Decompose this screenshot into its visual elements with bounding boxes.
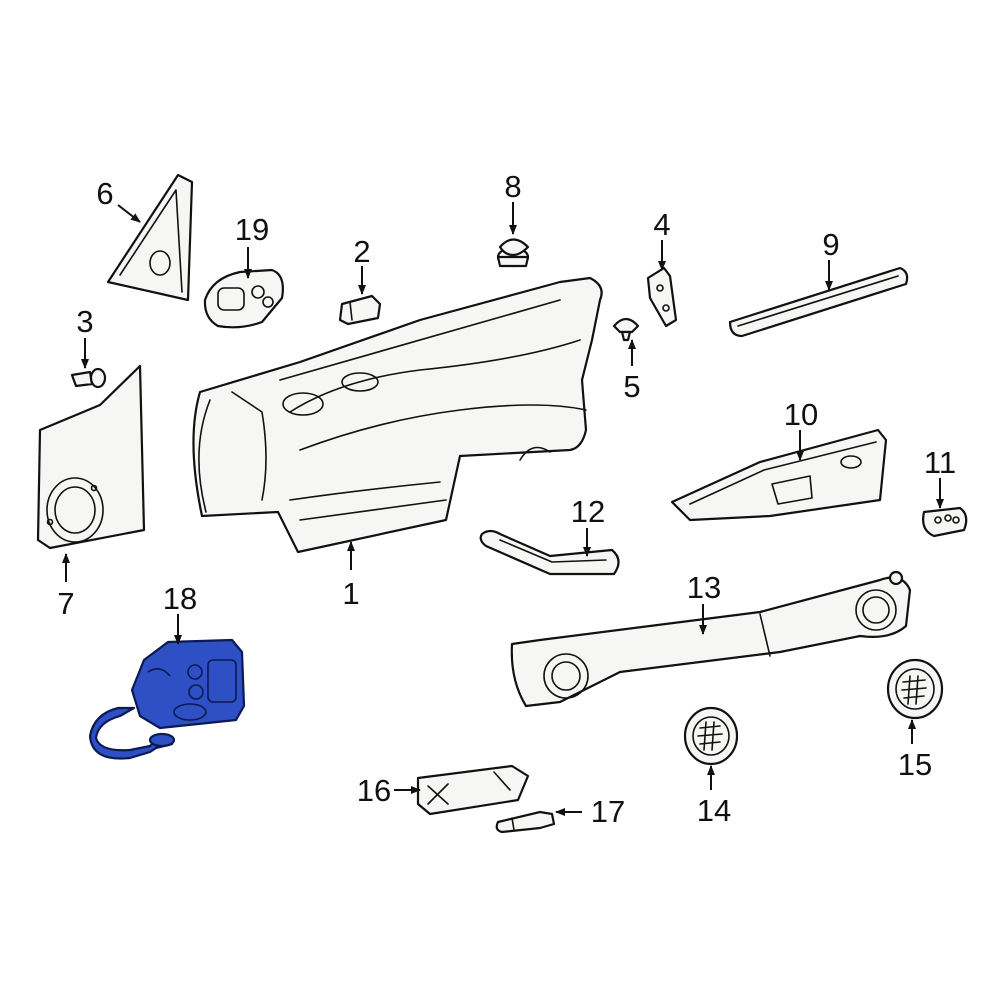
part-7-speaker-panel[interactable] [36,364,146,550]
callout-5: 5 [623,369,640,404]
callout-8: 8 [504,169,521,204]
part-12-handle[interactable] [479,529,620,576]
part-9-trim-strip[interactable] [728,266,909,338]
part-1-door-trim-panel[interactable] [192,276,603,554]
part-13-lower-trim[interactable] [510,570,912,708]
callout-12: 12 [571,494,605,529]
callout-7: 7 [57,586,74,621]
callout-16: 16 [357,773,391,808]
part-15-speaker-grille[interactable] [886,658,944,720]
callout-11: 11 [924,445,956,480]
callout-9: 9 [822,227,839,262]
callout-19: 19 [235,212,269,247]
part-14-speaker-grille[interactable] [683,706,739,766]
part-19-switch-bezel[interactable] [203,268,284,329]
part-11-switch[interactable] [922,506,968,538]
callout-18: 18 [163,581,197,616]
callout-10: 10 [784,397,818,432]
callout-6: 6 [96,176,113,211]
callout-4: 4 [653,207,670,242]
callout-13: 13 [687,570,721,605]
part-8-plug[interactable] [496,238,530,268]
part-3-screw[interactable] [70,367,107,389]
callout-14: 14 [697,793,731,828]
part-4-bracket[interactable] [646,266,678,328]
part-5-push-pin[interactable] [612,317,640,342]
part-10-armrest-insert[interactable] [670,428,888,522]
callout-3: 3 [76,304,93,339]
callout-17: 17 [591,794,625,829]
part-16-lamp-housing[interactable] [416,764,530,816]
part-18-switch-assembly[interactable] [88,638,246,760]
part-17-bulb[interactable] [495,810,556,834]
callout-15: 15 [898,747,932,782]
part-6-mirror-trim[interactable] [106,173,194,302]
callout-2: 2 [353,234,370,269]
part-2-clip[interactable] [338,294,382,326]
callout-1: 1 [342,576,359,611]
